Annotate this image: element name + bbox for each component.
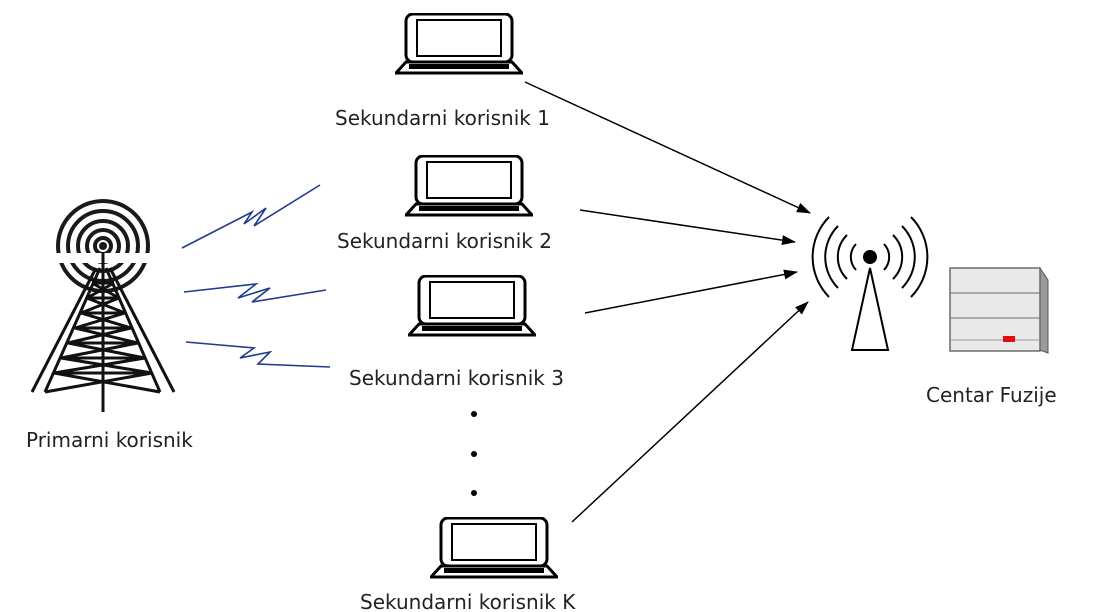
server-icon (949, 266, 1049, 354)
arrow-su1-to-fusion (524, 81, 811, 214)
label-secondary-user-2: Sekundarni korisnik 2 (337, 229, 552, 253)
label-secondary-user-1: Sekundarni korisnik 1 (335, 106, 550, 130)
laptop-icon (405, 155, 533, 217)
arrow-suk-to-fusion (571, 301, 809, 523)
laptop-icon (408, 275, 536, 337)
wireless-link-2 (183, 282, 327, 303)
laptop-icon (395, 13, 523, 75)
laptop-icon (430, 517, 558, 579)
arrow-su2-to-fusion (579, 209, 796, 246)
radio-tower-icon (30, 199, 176, 412)
server-led (1003, 336, 1015, 342)
ellipsis-dots (471, 411, 477, 496)
wireless-antenna-icon (811, 216, 929, 351)
wireless-link-3 (185, 341, 331, 368)
label-primary-user: Primarni korisnik (26, 428, 193, 452)
arrow-su3-to-fusion (584, 269, 798, 314)
label-secondary-user-k: Sekundarni korisnik K (360, 590, 576, 612)
label-secondary-user-3: Sekundarni korisnik 3 (349, 366, 564, 390)
wireless-link-1 (181, 184, 321, 249)
label-fusion-center: Centar Fuzije (926, 383, 1057, 407)
